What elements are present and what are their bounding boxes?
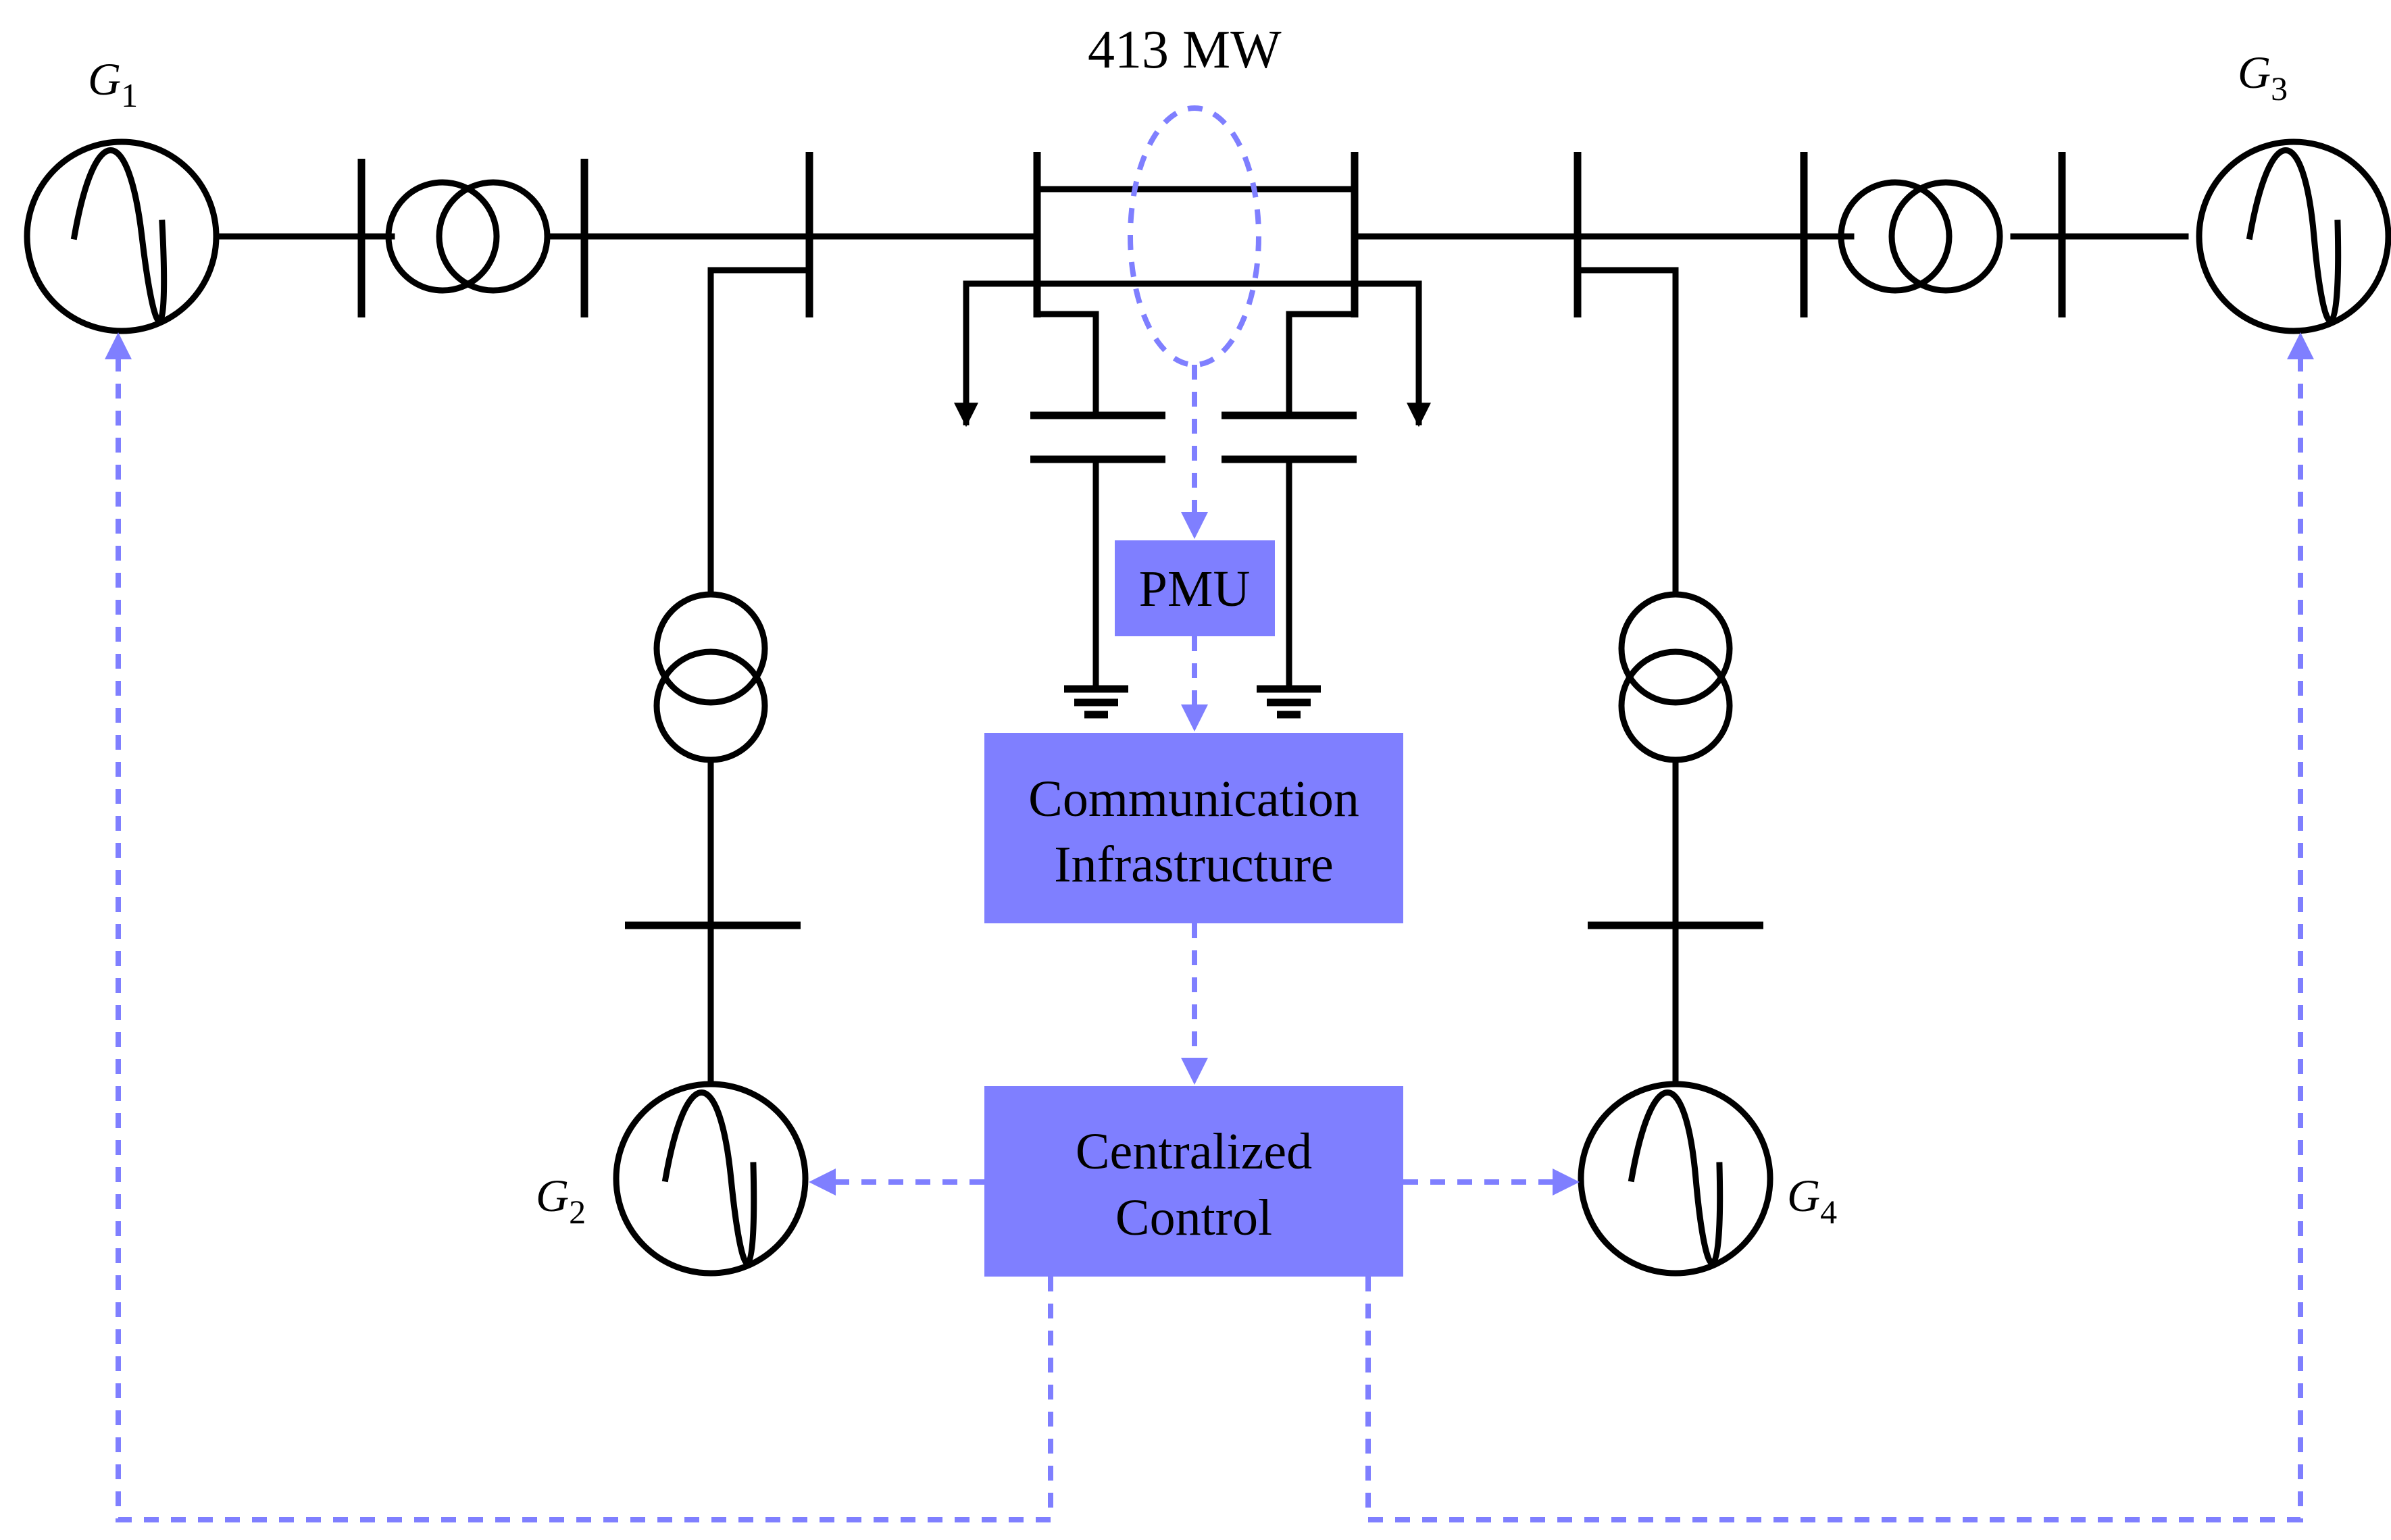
sine-wave-icon (661, 1089, 757, 1266)
g3-label: G3 (2238, 47, 2288, 107)
svg-text:G4: G4 (1787, 1170, 1837, 1231)
bus-left (707, 152, 813, 598)
control-block: Centralized Control (984, 1086, 1403, 1277)
transformer-t1 (357, 159, 588, 317)
signal-control-to-g1 (105, 332, 1053, 1522)
sine-wave-icon (1628, 1089, 1723, 1266)
svg-text:G1: G1 (88, 53, 138, 114)
svg-text:413 MW: 413 MW (1088, 20, 1282, 80)
svg-text:G2: G2 (536, 1170, 586, 1231)
transformer-t2 (625, 591, 801, 1091)
transformer-t3 (1800, 152, 2066, 317)
generator-g4 (1578, 1081, 1773, 1277)
generator-g3 (2196, 138, 2391, 334)
sine-wave-icon (70, 147, 168, 324)
generator-g1 (24, 138, 220, 334)
g1-label: G1 (88, 53, 138, 114)
g2-label: G2 (536, 1170, 586, 1231)
ground-icon (1064, 685, 1128, 719)
svg-text:Centralized: Centralized (1076, 1123, 1312, 1180)
sine-wave-icon (2246, 147, 2342, 324)
svg-text:Infrastructure: Infrastructure (1054, 836, 1334, 893)
measurement-ellipse (1128, 105, 1261, 367)
svg-text:Communication: Communication (1028, 771, 1359, 827)
power-label: 413 MW (1088, 20, 1282, 80)
svg-text:Control: Control (1115, 1189, 1272, 1246)
load-right (1351, 280, 1431, 428)
signal-control-to-g3 (1365, 332, 2314, 1522)
pmu-block: PMU (1115, 540, 1275, 636)
tie-line-section (1033, 152, 1359, 317)
bus-right (1574, 152, 1679, 598)
svg-text:PMU: PMU (1139, 561, 1251, 617)
transformer-t4 (1588, 591, 1763, 1091)
load-left (954, 280, 1040, 428)
svg-text:G3: G3 (2238, 47, 2288, 107)
capacitor-left (1030, 311, 1165, 719)
ground-icon (1257, 685, 1321, 719)
capacitor-right (1222, 311, 1358, 719)
generator-g2 (613, 1081, 809, 1277)
g4-label: G4 (1787, 1170, 1837, 1231)
communication-block: Communication Infrastructure (984, 733, 1403, 923)
